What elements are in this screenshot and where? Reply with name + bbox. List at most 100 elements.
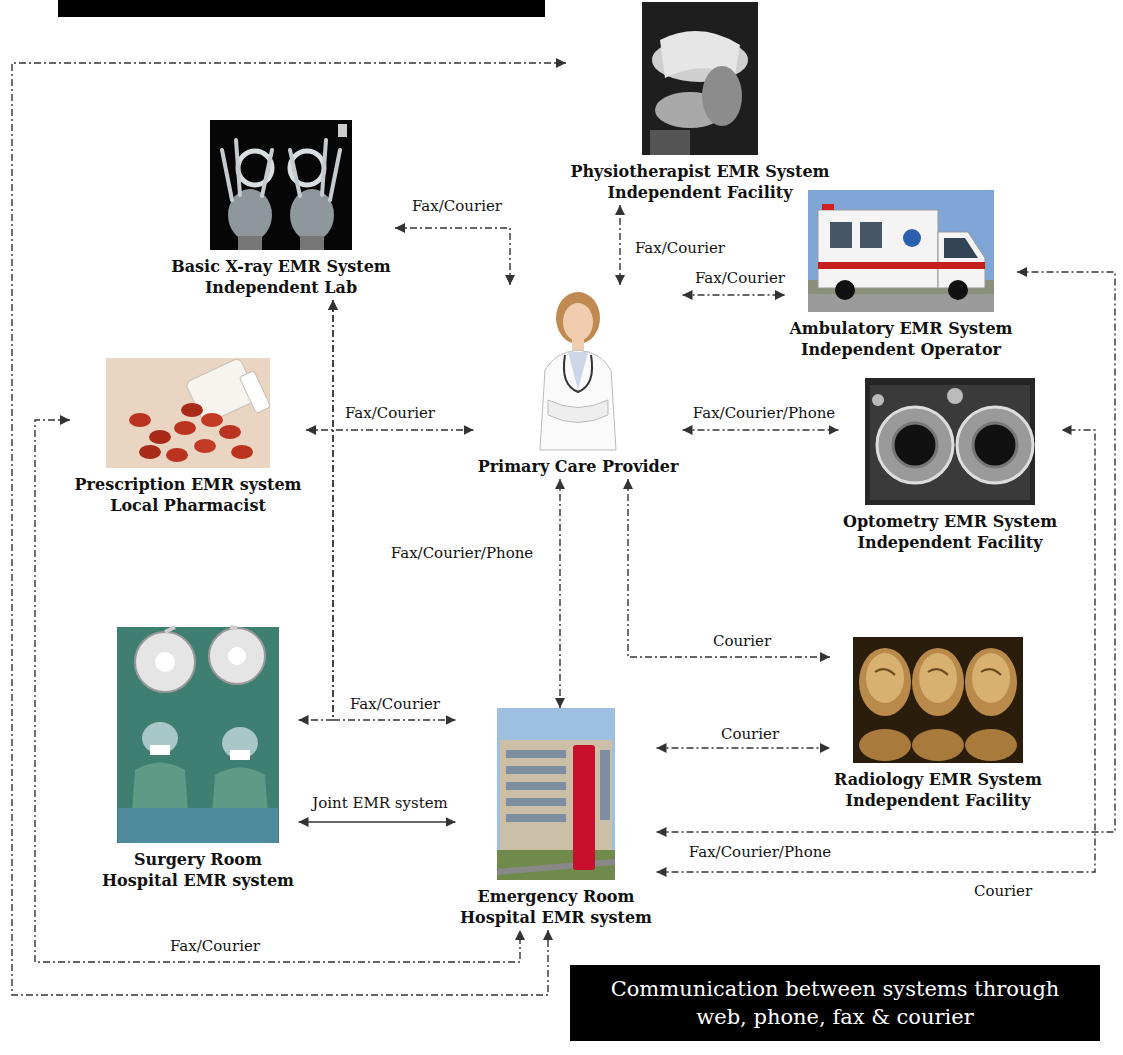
xray-photo <box>210 120 352 250</box>
connector <box>395 228 510 285</box>
node-label-group: Prescription EMR systemLocal Pharmacist <box>70 474 306 516</box>
ambulance-photo-part <box>818 262 985 269</box>
radiology-photo-part <box>965 648 1017 716</box>
node-label-group: Basic X-ray EMR SystemIndependent Lab <box>167 256 395 298</box>
emergency-photo-part <box>573 745 595 870</box>
connector <box>657 272 1116 832</box>
connector-label-box: Fax/Courier/Phone <box>686 843 834 862</box>
physiotherapy-photo-part <box>702 66 742 126</box>
node-text: Emergency Room <box>478 886 635 907</box>
node-text: Prescription EMR system <box>74 474 301 495</box>
pills-photo-part <box>139 445 161 459</box>
connector-label: Fax/Courier/Phone <box>388 544 536 563</box>
optometry-photo-part <box>957 407 1033 483</box>
ambulance-photo-part <box>944 238 978 258</box>
connector-label: Joint EMR system <box>309 794 451 813</box>
ambulance-photo-part <box>808 294 994 312</box>
connector <box>657 430 1096 872</box>
doctor-photo-part <box>568 352 588 390</box>
pills-photo-part <box>239 370 270 413</box>
connector-label: Fax/Courier/Phone <box>686 843 834 862</box>
title-bar <box>58 0 545 17</box>
doctor-photo-part <box>548 400 608 423</box>
radiology-photo-part <box>912 648 964 716</box>
emergency-photo-part <box>600 750 610 820</box>
caption-band: Communication between systems through we… <box>570 965 1100 1041</box>
connector-label: Fax/Courier <box>632 239 728 258</box>
connector-label-box: Fax/Courier <box>167 937 263 956</box>
connector-label-box: Fax/Courier/Phone <box>388 544 536 563</box>
pills-photo-part <box>129 413 151 427</box>
connector <box>299 821 456 822</box>
xray-photo-part <box>210 120 352 250</box>
emergency-photo-part <box>497 850 615 880</box>
doctor-photo-part <box>564 355 592 392</box>
node-label-group: Primary Care Provider <box>474 456 683 477</box>
connector <box>628 479 830 657</box>
node-text: Independent Facility <box>846 790 1031 811</box>
physiotherapy-photo <box>642 2 758 155</box>
system-node: Surgery RoomHospital EMR system <box>98 627 299 893</box>
xray-photo-part <box>238 236 262 250</box>
xray-photo-part <box>290 189 334 241</box>
connector-label: Fax/Courier/Phone <box>690 404 838 423</box>
connector-label-box: Courier <box>971 882 1035 901</box>
optometry-photo-part <box>877 407 953 483</box>
connector <box>333 300 456 720</box>
radiology-photo-part <box>859 729 911 761</box>
connector-label: Fax/Courier <box>409 197 505 216</box>
system-node: Physiotherapist EMR SystemIndependent Fa… <box>566 2 834 205</box>
surgery-photo-part <box>155 652 175 672</box>
connector-label-box: Joint EMR system <box>309 794 451 813</box>
surgery-photo-part <box>228 647 246 665</box>
system-node: Primary Care Provider <box>474 285 683 479</box>
connector <box>306 429 474 430</box>
pills-photo-part <box>231 445 253 459</box>
node-text: Hospital EMR system <box>460 907 652 928</box>
pills-photo-part <box>201 413 223 427</box>
connector-label: Fax/Courier <box>692 269 788 288</box>
system-node: Optometry EMR SystemIndependent Facility <box>839 378 1062 555</box>
surgery-photo-part <box>230 750 250 760</box>
node-text: Independent Facility <box>608 182 793 203</box>
optometry-photo <box>865 378 1035 505</box>
connector <box>35 420 520 962</box>
ambulance-photo-part <box>818 210 938 288</box>
connector-label-box: Fax/Courier/Phone <box>690 404 838 423</box>
doctor-photo-part <box>556 292 600 344</box>
emergency-photo <box>497 708 615 880</box>
pills-photo-part <box>194 439 216 453</box>
ambulance-photo-part <box>822 204 834 210</box>
connector-label: Fax/Courier <box>167 937 263 956</box>
node-label-group: Surgery RoomHospital EMR system <box>98 849 299 891</box>
optometry-photo-part <box>947 388 963 404</box>
system-node: Prescription EMR systemLocal Pharmacist <box>70 358 306 518</box>
connector <box>683 294 786 295</box>
node-label-group: Ambulatory EMR SystemIndependent Operato… <box>785 318 1017 360</box>
connector-label: Fax/Courier <box>342 404 438 423</box>
xray-photo-part <box>300 236 324 250</box>
connector-label: Courier <box>718 725 782 744</box>
pills-photo-part <box>149 430 171 444</box>
connector-group <box>12 63 1115 995</box>
physiotherapy-photo-part <box>642 2 758 155</box>
emergency-photo-part <box>506 750 566 758</box>
system-node: Basic X-ray EMR SystemIndependent Lab <box>167 120 395 300</box>
connector-label-box: Fax/Courier <box>342 404 438 423</box>
radiology-photo-part <box>859 648 911 716</box>
pills-photo-part <box>106 358 270 468</box>
emergency-photo-part <box>506 766 566 774</box>
emergency-photo-part <box>506 798 566 806</box>
node-label-group: Radiology EMR SystemIndependent Facility <box>830 769 1046 811</box>
surgery-photo-part <box>209 628 265 684</box>
connector-label: Courier <box>710 632 774 651</box>
xray-photo-part <box>222 140 340 200</box>
node-text: Physiotherapist EMR System <box>570 161 829 182</box>
pills-photo-part <box>174 421 196 435</box>
ambulance-photo-part <box>948 280 968 300</box>
node-text: Primary Care Provider <box>478 456 679 477</box>
node-text: Hospital EMR system <box>102 870 294 891</box>
doctor-photo-part <box>540 350 616 450</box>
connector-label: Fax/Courier <box>347 695 443 714</box>
